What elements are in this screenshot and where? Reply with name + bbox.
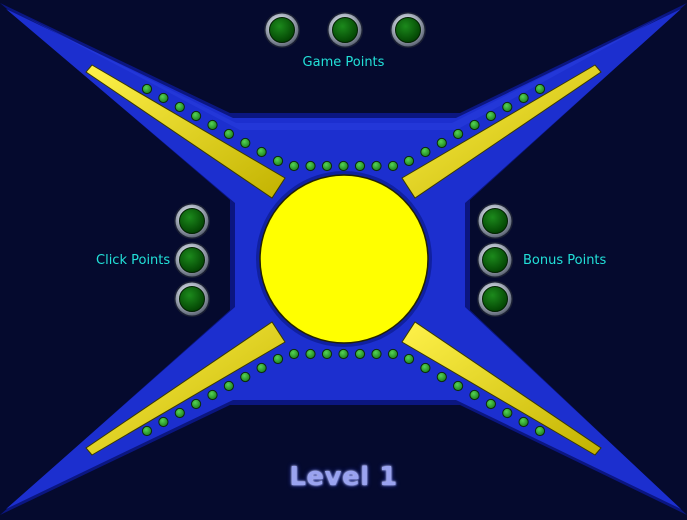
arm-bottom-left-led-dot [174,407,185,419]
top-ring-led-dot [354,160,366,172]
game-points-label: Game Points [302,55,385,70]
arm-bottom-left-led-dot [256,362,267,374]
top-ring-led-dot [338,160,349,172]
top-ring-led-dot [321,160,333,172]
stripe-bottom-left [85,321,286,456]
arm-top-right-led-dot [469,119,480,131]
arm-top-right-led-dot [534,83,546,95]
arm-bottom-left-led-dot [240,371,251,383]
click-point-led [174,203,210,239]
bottom-ring-led-dot [338,348,349,360]
click-points-label: Click Points [96,253,171,268]
arm-bottom-right-led-dot [403,353,415,365]
arm-top-right-led-dot [518,92,529,104]
level-indicator: Level 1 [289,462,398,492]
arm-top-left-led-dot [256,146,267,158]
arm-top-left-led-dot [141,83,153,95]
arm-bottom-right-led-dot [436,371,447,383]
point-indicators [174,12,513,317]
bonus-point-led [477,203,513,239]
arm-bottom-right-led-dot [485,398,496,410]
arm-bottom-left-led-dot [158,416,169,428]
arm-bottom-left-led-dot [191,398,202,410]
board-body-highlight [20,14,667,130]
arm-bottom-left-led-dot [141,425,153,437]
bonus-points-label: Bonus Points [523,253,607,268]
arm-top-left-led-dot [272,155,284,167]
bonus-point-led [477,242,513,278]
arm-top-left-led-dot [174,101,185,113]
arm-bottom-left-led-dot [223,380,234,392]
arm-top-right-led-dot [403,155,415,167]
arm-top-right-led-dot [436,137,447,149]
stripe-top-right [401,64,602,199]
arm-top-left-led-dot [158,92,169,104]
arm-top-left-led-dot [207,119,218,131]
top-ring-led-dot [288,160,300,172]
bonus-point-led [477,281,513,317]
center-target[interactable] [259,174,429,344]
arm-top-right-led-dot [502,101,513,113]
arm-top-left-led-dot [191,110,202,122]
arm-bottom-right-led-dot [534,425,546,437]
arm-bottom-left-led-dot [272,353,284,365]
arm-top-left-led-dot [223,128,234,140]
arm-bottom-left-led-dot [207,389,218,401]
bottom-ring-led-dot [354,348,366,360]
arm-bottom-right-led-dot [502,407,513,419]
arm-bottom-right-led-dot [453,380,464,392]
top-ring-led-dot [387,160,399,172]
arm-top-right-led-dot [485,110,496,122]
click-point-led [174,281,210,317]
arm-top-left-led-dot [240,137,251,149]
click-point-led [174,242,210,278]
game-point-led [390,12,426,48]
arm-bottom-right-led-dot [518,416,529,428]
stripe-top-left [85,64,286,199]
led-dot-rows [141,83,546,437]
arm-bottom-right-led-dot [469,389,480,401]
bottom-ring-led-dot [387,348,399,360]
game-point-led [327,12,363,48]
bottom-ring-led-dot [305,348,316,360]
top-ring-led-dot [305,160,316,172]
stripe-bottom-right [401,321,602,456]
bottom-ring-led-dot [371,348,382,360]
bottom-ring-led-dot [288,348,300,360]
arm-bottom-right-led-dot [420,362,431,374]
bottom-ring-led-dot [321,348,333,360]
arm-stripes [85,64,602,456]
arm-top-right-led-dot [420,146,431,158]
top-ring-led-dot [371,160,382,172]
game-point-led [264,12,300,48]
arm-top-right-led-dot [453,128,464,140]
